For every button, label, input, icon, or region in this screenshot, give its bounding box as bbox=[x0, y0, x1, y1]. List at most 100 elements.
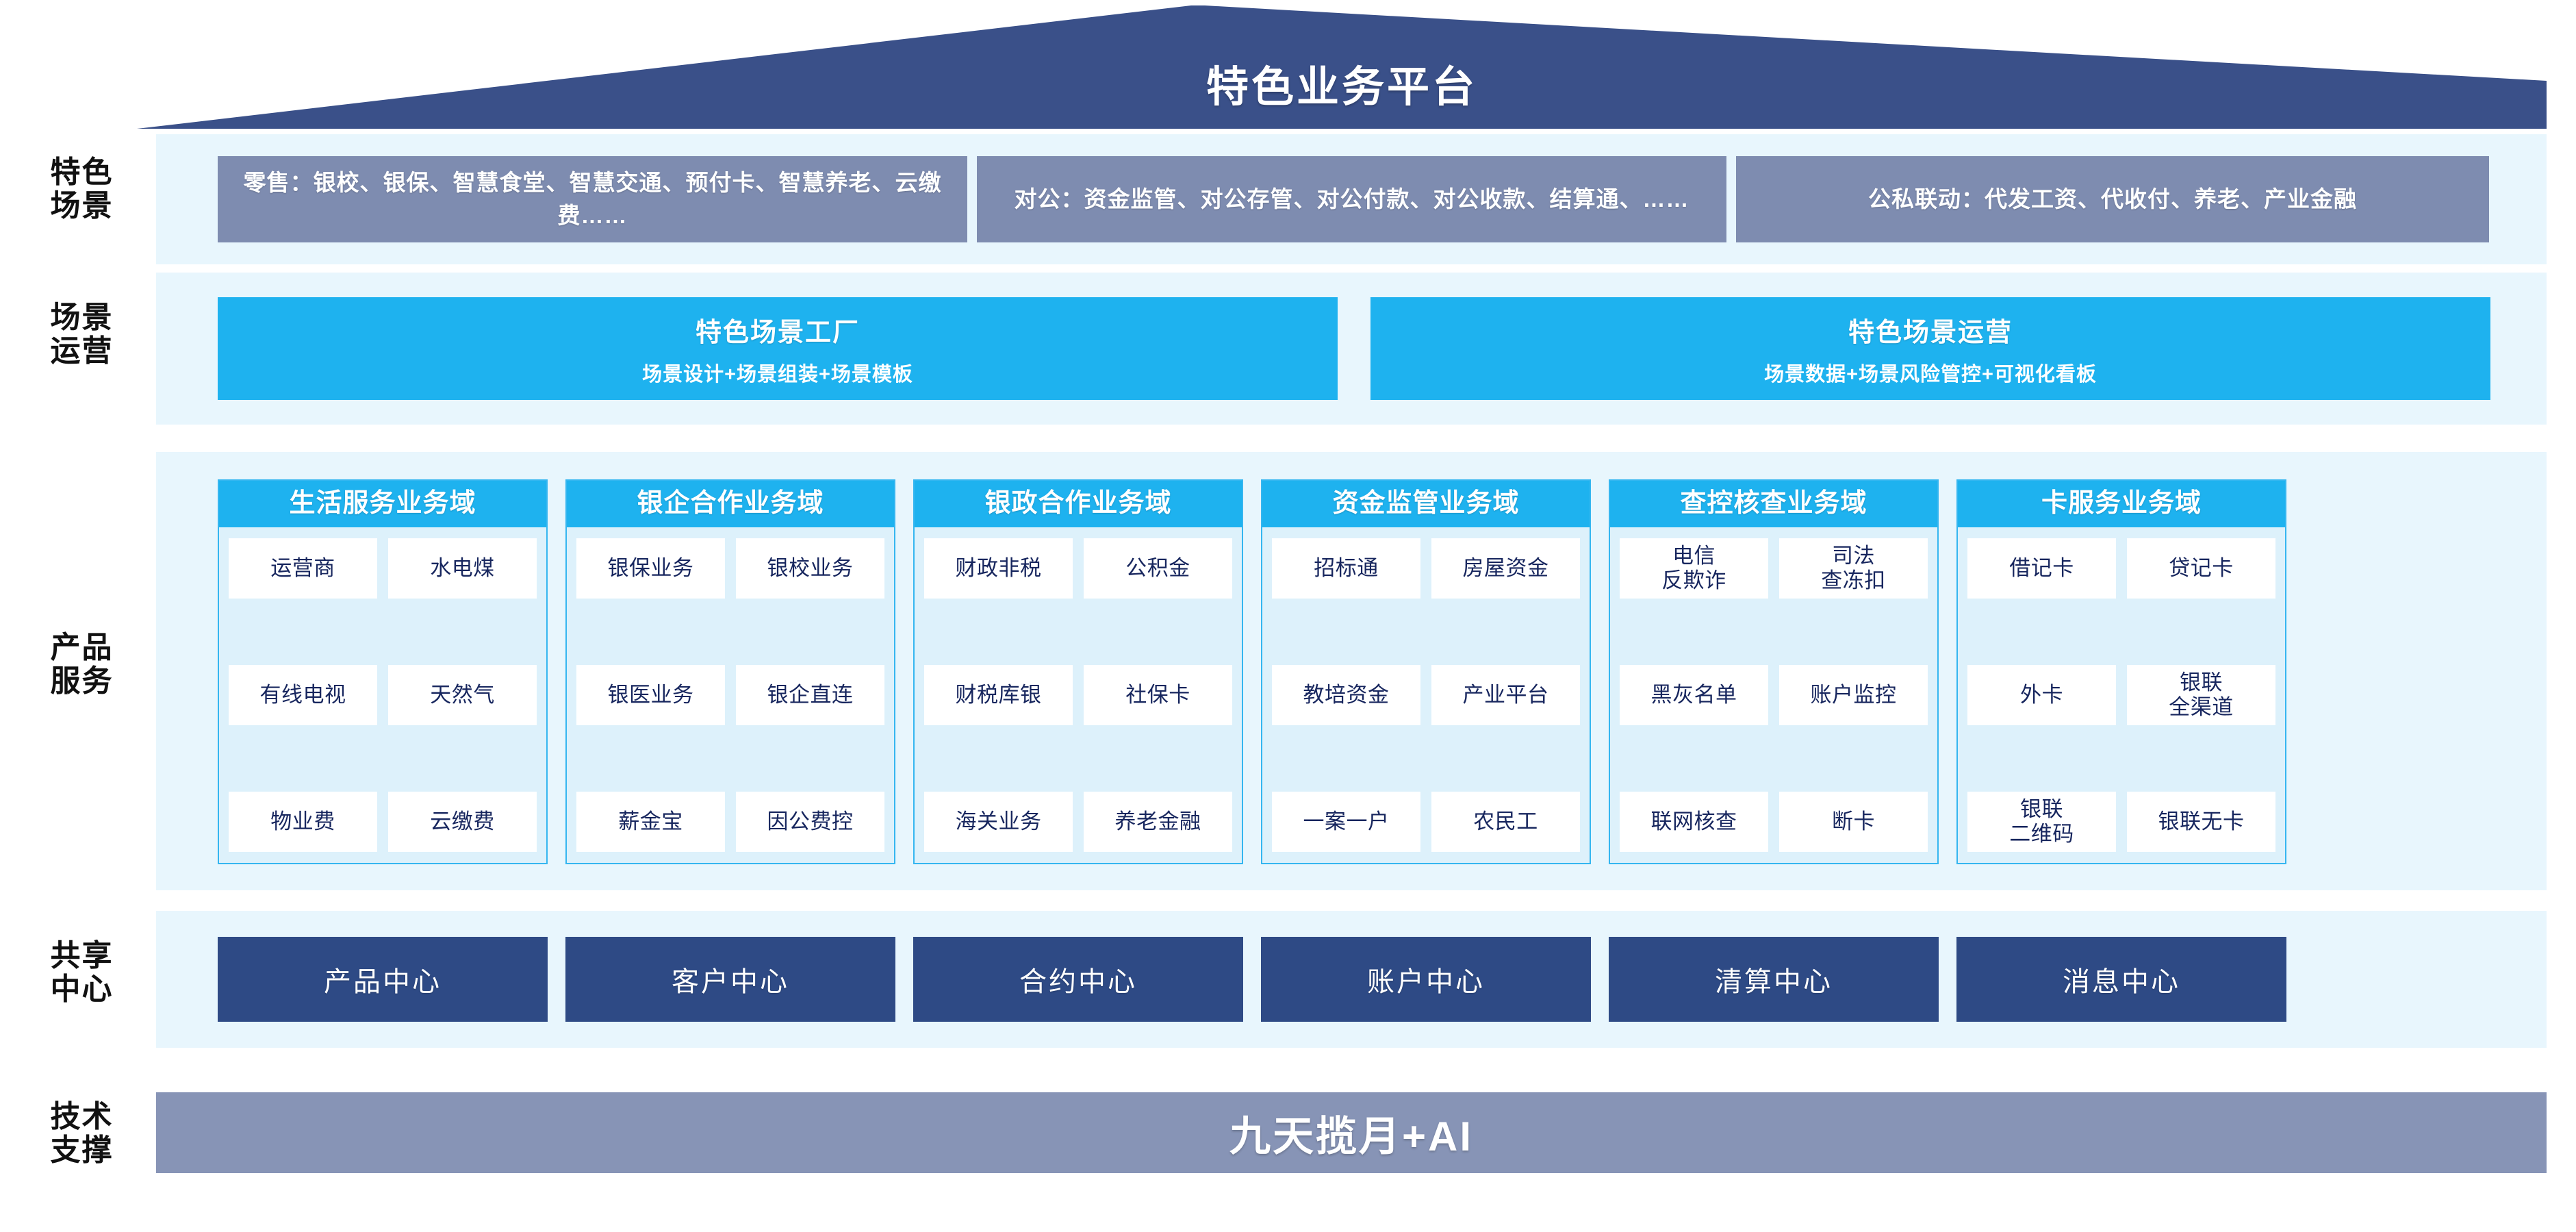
domain-card-bank-enterprise[interactable]: 银企合作业务域 银保业务 银校业务 银医业务 银企直连 薪金宝 因公费控 bbox=[565, 479, 895, 864]
row-label-operations: 场景 运营 bbox=[15, 273, 149, 396]
domain-cell[interactable]: 外卡 bbox=[1967, 665, 2116, 725]
domain-title: 生活服务业务域 bbox=[219, 481, 546, 527]
operations-card-subtitle: 场景设计+场景组装+场景模板 bbox=[642, 363, 913, 386]
operations-card-factory[interactable]: 特色场景工厂 场景设计+场景组装+场景模板 bbox=[218, 297, 1338, 400]
domain-cell-row: 薪金宝 因公费控 bbox=[576, 792, 884, 852]
scenario-row: 零售：银校、银保、智慧食堂、智慧交通、预付卡、智慧养老、云缴费…… 对公：资金监… bbox=[218, 156, 2490, 242]
domain-cell[interactable]: 有线电视 bbox=[229, 665, 377, 725]
domain-cell-row: 银医业务 银企直连 bbox=[576, 665, 884, 725]
domain-cell-row: 银保业务 银校业务 bbox=[576, 538, 884, 599]
domain-title: 银企合作业务域 bbox=[567, 481, 894, 527]
domain-card-card-service[interactable]: 卡服务业务域 借记卡 贷记卡 外卡 银联 全渠道 银联 二维码 银联无卡 bbox=[1956, 479, 2286, 864]
domain-cell-row: 黑灰名单 账户监控 bbox=[1620, 665, 1928, 725]
row-label-line: 共享 bbox=[50, 938, 114, 972]
domain-body: 银保业务 银校业务 银医业务 银企直连 薪金宝 因公费控 bbox=[567, 527, 894, 863]
domain-cell[interactable]: 水电煤 bbox=[388, 538, 537, 599]
shared-center-customer[interactable]: 客户中心 bbox=[565, 937, 895, 1022]
tech-support-bar[interactable]: 九天揽月+AI bbox=[156, 1092, 2547, 1173]
domain-body: 运营商 水电煤 有线电视 天然气 物业费 云缴费 bbox=[219, 527, 546, 863]
domain-body: 借记卡 贷记卡 外卡 银联 全渠道 银联 二维码 银联无卡 bbox=[1958, 527, 2285, 863]
domain-title: 查控核查业务域 bbox=[1610, 481, 1937, 527]
domain-cell[interactable]: 断卡 bbox=[1779, 792, 1928, 852]
domain-title: 卡服务业务域 bbox=[1958, 481, 2285, 527]
domain-cell[interactable]: 银医业务 bbox=[576, 665, 725, 725]
shared-center-account[interactable]: 账户中心 bbox=[1261, 937, 1591, 1022]
domain-cell[interactable]: 农民工 bbox=[1431, 792, 1580, 852]
row-label-line: 服务 bbox=[50, 664, 114, 698]
domain-cell[interactable]: 贷记卡 bbox=[2127, 538, 2275, 599]
scenario-card-corporate[interactable]: 对公：资金监管、对公存管、对公付款、对公收款、结算通、…… bbox=[977, 156, 1726, 242]
page-title: 特色业务平台 bbox=[1206, 64, 1477, 111]
domain-cell[interactable]: 招标通 bbox=[1272, 538, 1420, 599]
shared-center-contract[interactable]: 合约中心 bbox=[913, 937, 1243, 1022]
shared-centers-row: 产品中心 客户中心 合约中心 账户中心 清算中心 消息中心 bbox=[218, 937, 2490, 1022]
domain-cell-row: 教培资金 产业平台 bbox=[1272, 665, 1580, 725]
scenario-card-retail[interactable]: 零售：银校、银保、智慧食堂、智慧交通、预付卡、智慧养老、云缴费…… bbox=[218, 156, 967, 242]
domain-cell[interactable]: 一案一户 bbox=[1272, 792, 1420, 852]
row-label-line: 运营 bbox=[50, 334, 114, 368]
domain-cell[interactable]: 银联 二维码 bbox=[1967, 792, 2116, 852]
domain-cell[interactable]: 银校业务 bbox=[736, 538, 884, 599]
domain-cell[interactable]: 海关业务 bbox=[924, 792, 1073, 852]
domain-cell[interactable]: 产业平台 bbox=[1431, 665, 1580, 725]
domain-title: 银政合作业务域 bbox=[915, 481, 1242, 527]
domain-cell[interactable]: 银联 全渠道 bbox=[2127, 665, 2275, 725]
domain-cell[interactable]: 财税库银 bbox=[924, 665, 1073, 725]
domain-cell[interactable]: 账户监控 bbox=[1779, 665, 1928, 725]
domain-cell[interactable]: 银企直连 bbox=[736, 665, 884, 725]
domain-cell-row: 财税库银 社保卡 bbox=[924, 665, 1232, 725]
row-label-scenario: 特色 场景 bbox=[15, 134, 149, 244]
shared-center-product[interactable]: 产品中心 bbox=[218, 937, 548, 1022]
domain-card-bank-government[interactable]: 银政合作业务域 财政非税 公积金 财税库银 社保卡 海关业务 养老金融 bbox=[913, 479, 1243, 864]
domain-card-life-service[interactable]: 生活服务业务域 运营商 水电煤 有线电视 天然气 物业费 云缴费 bbox=[218, 479, 548, 864]
domain-cell[interactable]: 运营商 bbox=[229, 538, 377, 599]
operations-row: 特色场景工厂 场景设计+场景组装+场景模板 特色场景运营 场景数据+场景风险管控… bbox=[218, 297, 2490, 400]
row-label-line: 中心 bbox=[50, 972, 114, 1006]
domain-body: 财政非税 公积金 财税库银 社保卡 海关业务 养老金融 bbox=[915, 527, 1242, 863]
domain-cell-row: 海关业务 养老金融 bbox=[924, 792, 1232, 852]
domain-cell[interactable]: 借记卡 bbox=[1967, 538, 2116, 599]
domain-cell[interactable]: 教培资金 bbox=[1272, 665, 1420, 725]
domain-cell[interactable]: 因公费控 bbox=[736, 792, 884, 852]
domain-title: 资金监管业务域 bbox=[1262, 481, 1590, 527]
domain-cell-row: 财政非税 公积金 bbox=[924, 538, 1232, 599]
domain-card-fund-supervision[interactable]: 资金监管业务域 招标通 房屋资金 教培资金 产业平台 一案一户 农民工 bbox=[1261, 479, 1591, 864]
domain-cell[interactable]: 黑灰名单 bbox=[1620, 665, 1768, 725]
domain-body: 电信 反欺诈 司法 查冻扣 黑灰名单 账户监控 联网核查 断卡 bbox=[1610, 527, 1937, 863]
domain-cell-row: 电信 反欺诈 司法 查冻扣 bbox=[1620, 538, 1928, 599]
domain-cell[interactable]: 银联无卡 bbox=[2127, 792, 2275, 852]
domain-cell-row: 一案一户 农民工 bbox=[1272, 792, 1580, 852]
domain-cell[interactable]: 社保卡 bbox=[1084, 665, 1232, 725]
domain-cell[interactable]: 财政非税 bbox=[924, 538, 1073, 599]
domain-cell[interactable]: 司法 查冻扣 bbox=[1779, 538, 1928, 599]
platform-banner: 特色业务平台 bbox=[137, 5, 2547, 129]
row-label-line: 支撑 bbox=[50, 1133, 114, 1167]
operations-card-operate[interactable]: 特色场景运营 场景数据+场景风险管控+可视化看板 bbox=[1370, 297, 2490, 400]
row-label-line: 产品 bbox=[50, 630, 114, 664]
domain-cell[interactable]: 电信 反欺诈 bbox=[1620, 538, 1768, 599]
domain-cell-row: 运营商 水电煤 bbox=[229, 538, 537, 599]
domain-cell-row: 物业费 云缴费 bbox=[229, 792, 537, 852]
domain-cell[interactable]: 薪金宝 bbox=[576, 792, 725, 852]
domain-cell[interactable]: 养老金融 bbox=[1084, 792, 1232, 852]
operations-card-title: 特色场景运营 bbox=[1848, 318, 2013, 347]
row-label-tech: 技术 支撑 bbox=[15, 1082, 149, 1185]
row-label-line: 场景 bbox=[50, 189, 114, 223]
domain-cell[interactable]: 银保业务 bbox=[576, 538, 725, 599]
domain-cell[interactable]: 天然气 bbox=[388, 665, 537, 725]
domain-row: 生活服务业务域 运营商 水电煤 有线电视 天然气 物业费 云缴费 银企合作业务域 bbox=[218, 479, 2490, 864]
domain-cell[interactable]: 联网核查 bbox=[1620, 792, 1768, 852]
domain-body: 招标通 房屋资金 教培资金 产业平台 一案一户 农民工 bbox=[1262, 527, 1590, 863]
domain-cell[interactable]: 云缴费 bbox=[388, 792, 537, 852]
scenario-card-linkage[interactable]: 公私联动：代发工资、代收付、养老、产业金融 bbox=[1736, 156, 2489, 242]
row-label-shared: 共享 中心 bbox=[15, 911, 149, 1034]
domain-cell-row: 有线电视 天然气 bbox=[229, 665, 537, 725]
domain-card-investigation[interactable]: 查控核查业务域 电信 反欺诈 司法 查冻扣 黑灰名单 账户监控 联网核查 断卡 bbox=[1609, 479, 1939, 864]
shared-center-clearing[interactable]: 清算中心 bbox=[1609, 937, 1939, 1022]
row-label-line: 特色 bbox=[50, 155, 114, 189]
domain-cell[interactable]: 房屋资金 bbox=[1431, 538, 1580, 599]
domain-cell[interactable]: 公积金 bbox=[1084, 538, 1232, 599]
domain-cell[interactable]: 物业费 bbox=[229, 792, 377, 852]
shared-center-message[interactable]: 消息中心 bbox=[1956, 937, 2286, 1022]
operations-card-subtitle: 场景数据+场景风险管控+可视化看板 bbox=[1764, 363, 2097, 386]
